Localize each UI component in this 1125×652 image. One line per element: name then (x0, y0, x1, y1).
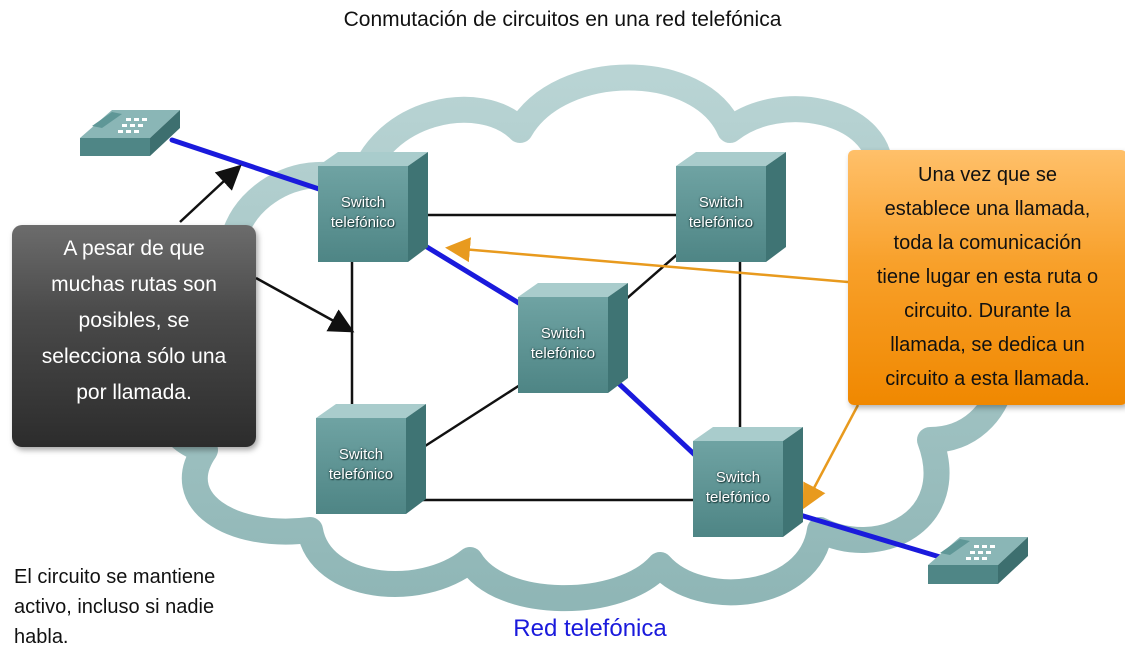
cloud-label: Red telefónica (513, 615, 667, 642)
switch-top-right (676, 152, 786, 262)
switch-label-top-right: Switch telefónico (688, 194, 754, 231)
switch-label-bottom-left: Switch telefónico (328, 446, 394, 483)
switch-center (518, 283, 628, 393)
switch-bottom-left (316, 404, 426, 514)
arrow-to-circuit (445, 237, 849, 284)
circuit-phone-left-switch (169, 137, 325, 193)
circuit-center-bottom-right (612, 377, 698, 458)
active-circuit (169, 137, 953, 563)
arrow-to-switch (802, 404, 860, 510)
diagram-title: Conmutación de circuitos en una red tele… (343, 8, 782, 31)
phone-right-icon (928, 537, 1028, 584)
switch-label-bottom-right: Switch telefónico (705, 469, 771, 506)
circuit-bottom-right-phone-right (797, 512, 953, 563)
right-callout-arrows (445, 237, 860, 510)
arrow-to-link (255, 276, 355, 333)
switch-top-left (318, 152, 428, 262)
link-top-right-center (624, 251, 681, 301)
link-center-bottom-left (421, 383, 521, 450)
arrow-to-phone-link (179, 164, 242, 223)
phone-left-icon (80, 110, 180, 156)
switch-label-top-left: Switch telefónico (330, 194, 396, 231)
switch-label-center: Switch telefónico (530, 325, 596, 362)
switch-bottom-right (693, 427, 803, 537)
network-links (350, 213, 742, 502)
left-callout-arrows (179, 164, 355, 333)
bottom-note: El circuito se mantiene activo, incluso … (14, 566, 216, 648)
right-callout-note: Una vez que se establece una llamada, to… (848, 150, 1125, 405)
circuit-top-left-center (419, 241, 525, 308)
left-callout-note: A pesar de que muchas rutas son posibles… (12, 225, 256, 447)
